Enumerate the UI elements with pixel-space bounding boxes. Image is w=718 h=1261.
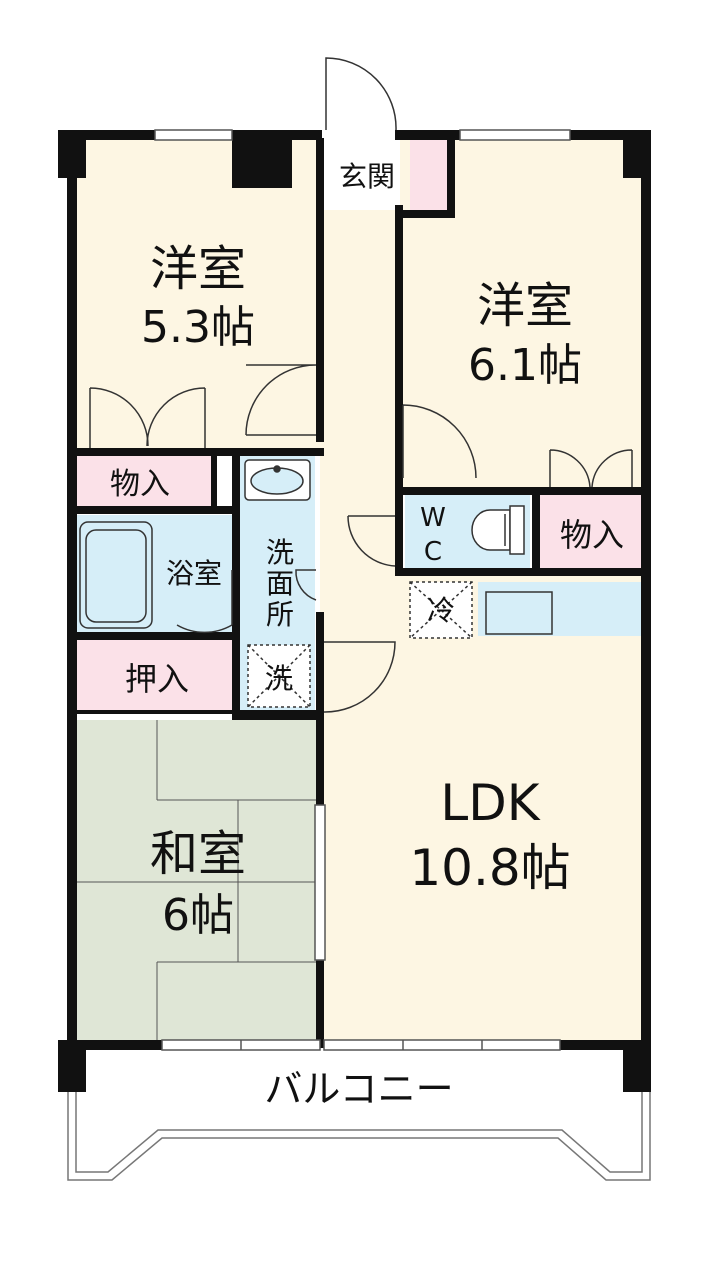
bathtub-icon [79,521,153,629]
oshiire-label: 押入 [125,660,189,698]
washer-label: 洗 [265,662,293,695]
wall-hall-right [395,205,403,575]
pillar-top-right [623,130,651,178]
wall-wash-left [232,448,240,720]
door-swing-icon [591,449,633,488]
pillar-bottom-left [58,1040,86,1092]
door-swing-icon [347,515,396,567]
toilet-label-w: W [420,503,446,533]
pillar-top-center [232,130,292,188]
window-top-left [154,129,233,141]
windows [154,129,571,1051]
wall-right [641,130,651,1050]
entrance-label: 玄関 [339,160,395,193]
toilet-icon [471,509,511,551]
wall-entrance-bottom [395,210,455,218]
wall-storage-left-right [211,448,217,508]
wall-storage-top [67,448,324,456]
window-bottom-right [323,1039,561,1051]
wall-left [67,130,77,1050]
door-swings [89,57,633,713]
washroom-label-char-2: 面 [266,567,294,600]
door-swing-icon [89,387,149,448]
fixtures [79,459,553,708]
washroom-label-char-3: 所 [266,598,294,631]
balcony-rail-inner [75,1092,643,1173]
door-swing-icon [146,387,206,448]
pillar-top-left [58,130,86,178]
japanese-room-name: 和室 [150,826,246,882]
wall-top-right-a [395,130,460,140]
entrance-shoe-cabinet [410,138,447,210]
balcony-label: バルコニー [264,1067,453,1111]
window-tatami-partition [314,804,326,961]
toilet-label-c: C [424,537,442,567]
door-swing-icon [323,641,396,713]
oshiire-floor [75,640,235,712]
wall-top-left [67,130,155,140]
door-swing-icon [325,57,397,131]
pillar-bottom-right [623,1040,651,1092]
kitchen-counter-icon [485,591,553,635]
door-swing-icon [549,449,591,488]
wall-bottom-right [560,1040,651,1050]
wall-right-room-bottom [395,487,651,495]
storage-right-label: 物入 [560,516,624,554]
wall-wash-bottom [232,710,324,720]
wall-wc-right [532,487,540,575]
wall-hall-left [316,138,324,442]
door-swing-icon [176,570,233,634]
balcony [67,1092,651,1181]
wall-bottom-left [67,1040,162,1050]
western-room-right-size: 6.1帖 [468,340,582,391]
fridge-label: 冷 [427,594,455,627]
storage-right-floor [540,495,646,568]
door-swing-icon [245,364,317,436]
door-swing-icon [402,404,477,479]
washroom-label-char-1: 洗 [266,536,294,569]
ldk-floor [320,575,646,1045]
door-swing-icon [295,569,317,601]
tatami-lines [75,720,320,1045]
wall-top-right-b [570,130,651,140]
balcony-rail-outer [67,1092,651,1181]
wall-bath-bottom [67,632,237,640]
wall-wc-bottom [395,568,651,576]
western-room-left-name: 洋室 [150,241,246,297]
western-room-right-name: 洋室 [477,278,573,334]
wall-storage-bottom [67,506,237,514]
wall-oshiire-bottom [67,710,237,714]
bathroom-label: 浴室 [166,557,222,590]
labels: 洋室 5.3帖 洋室 6.1帖 LDK 10.8帖 和室 6帖 玄関 物入 物入… [110,160,624,1111]
entrance-floor [320,138,400,210]
wall-entrance-right [447,130,455,218]
ldk-size: 10.8帖 [409,839,570,897]
storage-left-floor [75,456,212,508]
ldk-name: LDK [440,774,540,832]
western-room-left-floor [75,138,320,456]
western-room-left-size: 5.3帖 [141,302,255,353]
japanese-room-size: 6帖 [162,890,234,941]
storage-left-label: 物入 [110,467,170,502]
window-top-right [459,129,571,141]
